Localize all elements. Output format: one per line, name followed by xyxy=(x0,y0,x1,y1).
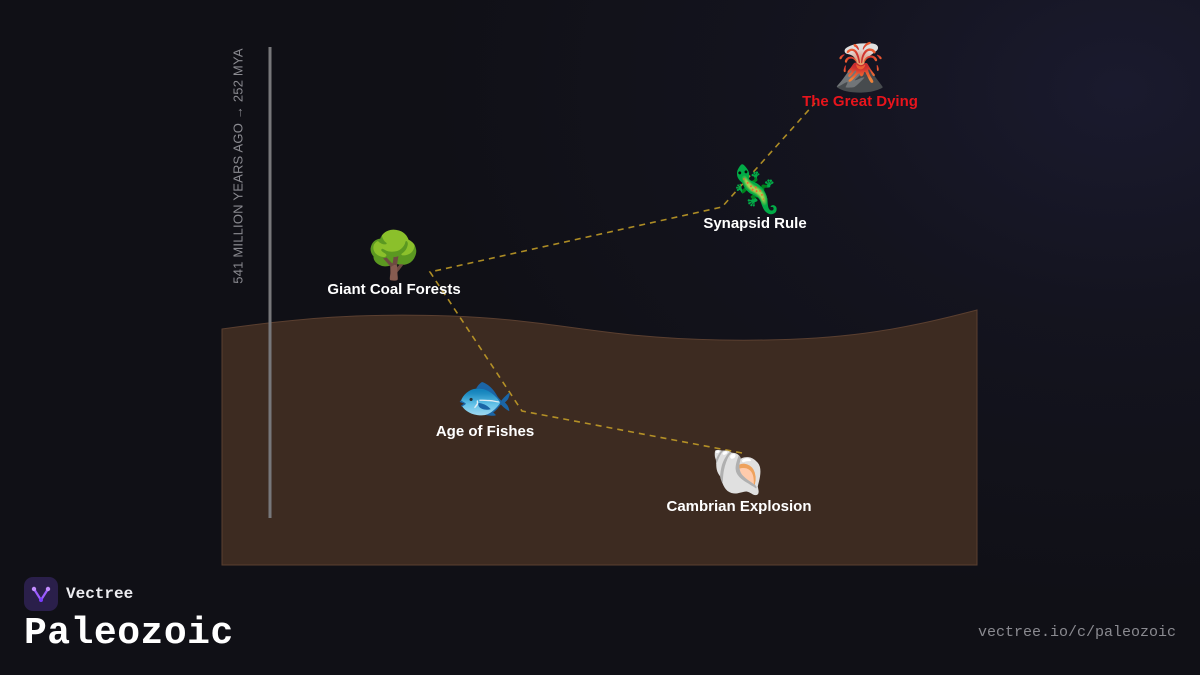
page-title: Paleozoic xyxy=(24,612,234,655)
event-synapsid-rule[interactable]: 🦎 Synapsid Rule xyxy=(703,163,806,232)
brand-name: Vectree xyxy=(66,585,134,603)
brand[interactable]: Vectree xyxy=(24,577,133,611)
event-label: Synapsid Rule xyxy=(703,215,807,232)
event-giant-coal-forests[interactable]: 🌳 Giant Coal Forests xyxy=(327,229,460,298)
earth-layer xyxy=(221,309,978,566)
event-label: Cambrian Explosion xyxy=(666,498,812,515)
event-cambrian-explosion[interactable]: 🐚 Cambrian Explosion xyxy=(666,446,811,515)
timeline-path xyxy=(428,102,816,454)
event-label: The Great Dying xyxy=(802,93,918,110)
event-the-great-dying[interactable]: 🌋 The Great Dying xyxy=(802,41,918,110)
tree-icon: 🌳 xyxy=(365,228,423,282)
volcano-icon: 🌋 xyxy=(831,40,889,94)
shell-icon: 🐚 xyxy=(710,445,768,499)
time-axis-label: 541 MILLION YEARS AGO → 252 MYA xyxy=(230,48,246,284)
event-label: Giant Coal Forests xyxy=(327,281,461,298)
source-url[interactable]: vectree.io/c/paleozoic xyxy=(977,624,1176,641)
fish-icon: 🐟 xyxy=(456,370,514,424)
lizard-icon: 🦎 xyxy=(726,162,784,216)
event-label: Age of Fishes xyxy=(435,423,535,440)
vectree-logo-icon xyxy=(24,577,58,611)
event-age-of-fishes[interactable]: 🐟 Age of Fishes xyxy=(436,371,534,440)
